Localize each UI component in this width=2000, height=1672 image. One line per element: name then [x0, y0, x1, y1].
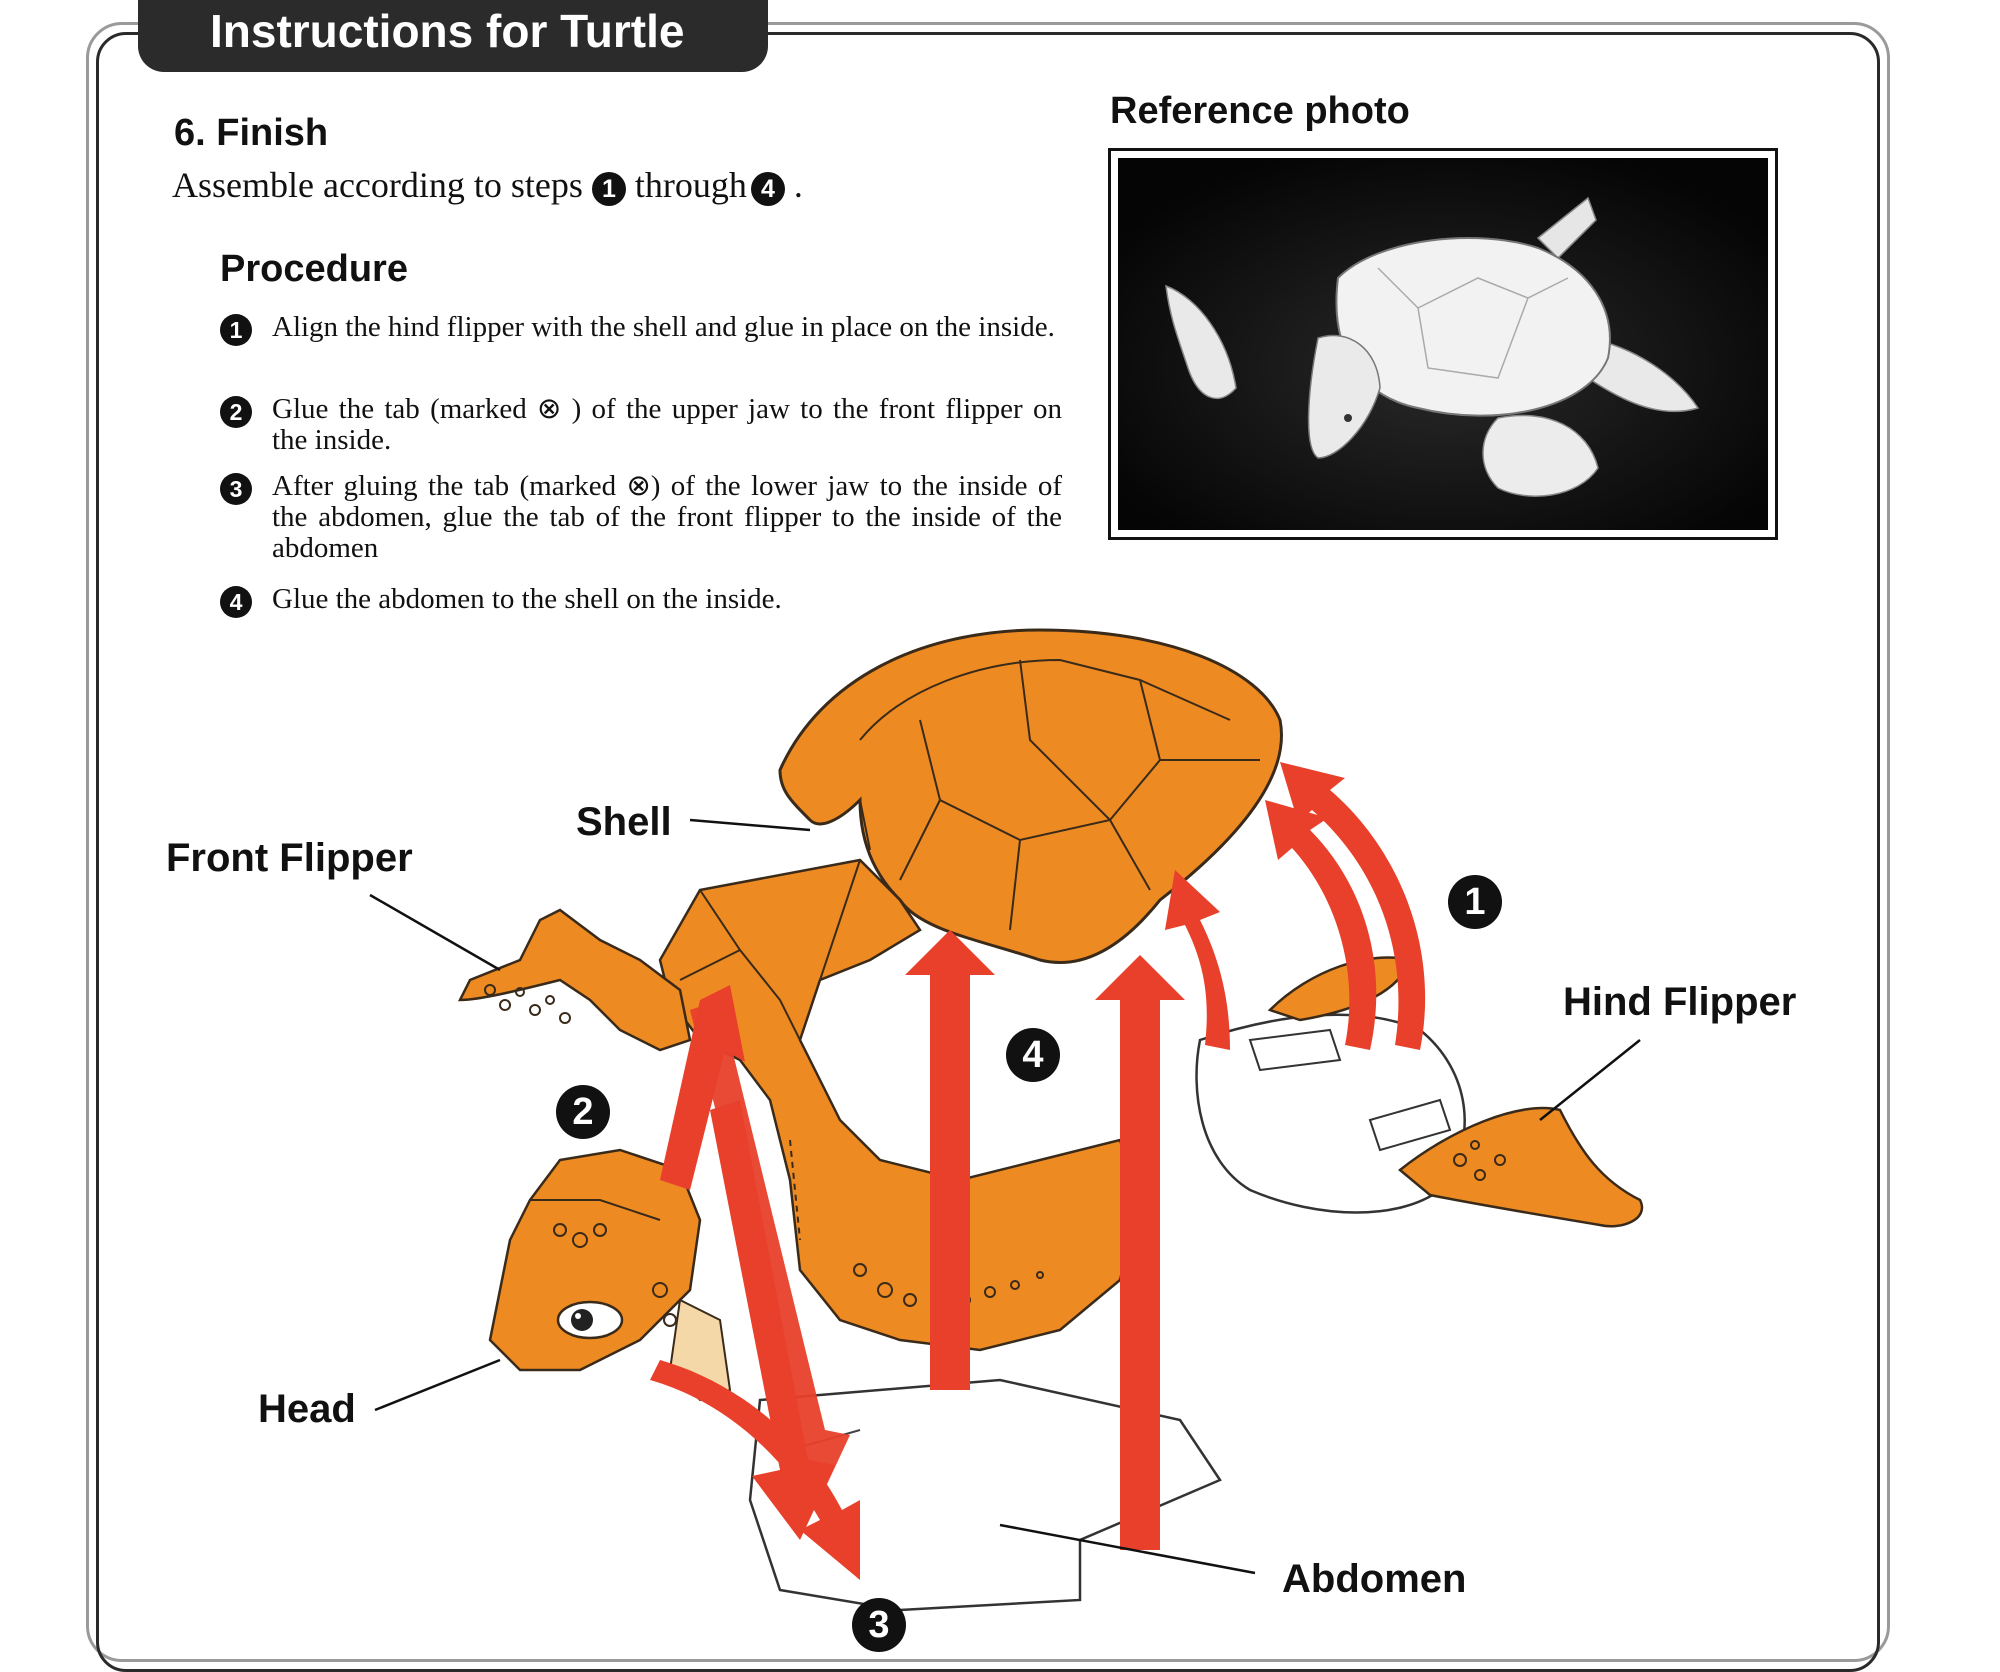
- step-2-marker-icon: 2: [556, 1085, 610, 1139]
- hind-flipper-leader-line: [1539, 1039, 1641, 1121]
- step-1-marker-icon: 1: [1448, 875, 1502, 929]
- step-number-icon: 1: [220, 314, 252, 346]
- step-4-marker-icon: 4: [750, 171, 785, 206]
- step-4-marker-icon: 4: [1006, 1028, 1060, 1082]
- procedure-step-3: 3 After gluing the tab (marked ⊗) of the…: [220, 470, 1062, 569]
- step-1-marker-icon: 1: [591, 171, 626, 206]
- shell-part: [778, 628, 1283, 964]
- step-text: Glue the tab (marked ⊗ ) of the upper ja…: [272, 393, 1062, 456]
- head-label: Head: [258, 1387, 356, 1431]
- procedure-step-2: 2 Glue the tab (marked ⊗ ) of the upper …: [220, 393, 1062, 460]
- step-number-icon: 2: [220, 396, 252, 428]
- leader-lines: [369, 818, 1641, 1575]
- assembly-diagram: [369, 628, 1644, 1612]
- front-flipper-label: Front Flipper: [166, 836, 413, 880]
- reference-photo-title: Reference photo: [1110, 90, 1410, 132]
- head-part: [488, 1148, 732, 1402]
- intro-text-before: Assemble according to steps: [172, 165, 583, 205]
- head-leader-line: [374, 1358, 501, 1412]
- reference-photo: [1108, 148, 1778, 540]
- assembly-arrows: [650, 762, 1426, 1580]
- procedure-step-4: 4 Glue the abdomen to the shell on the i…: [220, 584, 1060, 620]
- shell-leader-line: [689, 818, 811, 832]
- title-tab: Instructions for Turtle: [138, 0, 768, 72]
- procedure-heading: Procedure: [220, 248, 408, 290]
- intro-text-middle: through: [634, 165, 747, 205]
- abdomen-label: Abdomen: [1282, 1557, 1467, 1601]
- step-text: Align the hind flipper with the shell an…: [272, 311, 1055, 343]
- hind-flipper-label: Hind Flipper: [1563, 980, 1797, 1024]
- step-number-icon: 4: [220, 586, 252, 618]
- abdomen-leader-line: [999, 1523, 1256, 1575]
- paper-turtle-photo-icon: [1118, 158, 1768, 530]
- step-3-marker-icon: 3: [852, 1598, 906, 1652]
- step-text: After gluing the tab (marked ⊗) of the l…: [272, 470, 1062, 564]
- step-text: Glue the abdomen to the shell on the ins…: [272, 583, 782, 615]
- step-number-icon: 3: [220, 473, 252, 505]
- section-heading: 6. Finish: [174, 112, 329, 154]
- reference-photo-image: [1118, 158, 1768, 530]
- procedure-step-1: 1 Align the hind flipper with the shell …: [220, 312, 1060, 378]
- page-title: Instructions for Turtle: [210, 5, 685, 57]
- front-flipper-leader-line: [369, 893, 501, 972]
- intro-text-after: .: [793, 165, 803, 205]
- shell-label: Shell: [576, 800, 672, 844]
